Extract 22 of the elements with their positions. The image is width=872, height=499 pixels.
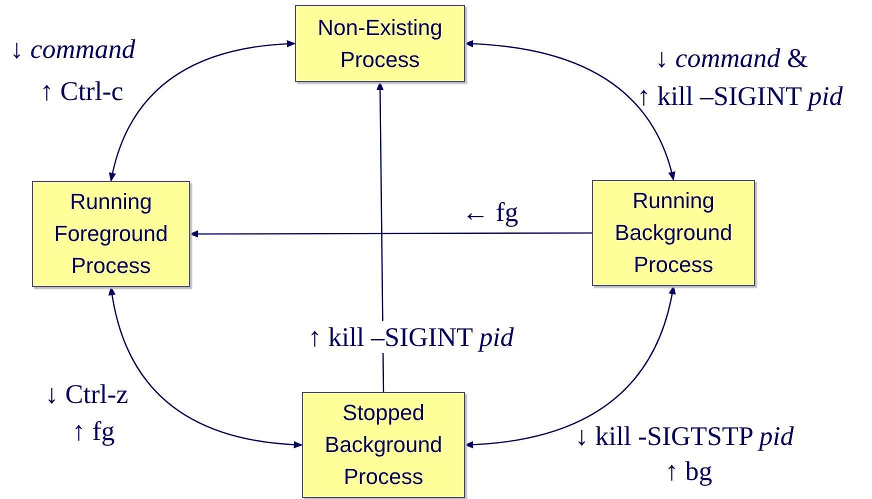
arrow	[376, 81, 384, 392]
state-box	[592, 180, 755, 286]
state-box	[295, 5, 465, 82]
state-name: Running Foreground Process	[53, 188, 169, 280]
state-box	[32, 181, 190, 287]
transition-label: ↑ Ctrl-c	[40, 75, 124, 107]
transition-label: ↑ kill –SIGINT pid	[637, 80, 843, 112]
transition-label: ↓ kill -SIGTSTP pid	[575, 420, 794, 452]
transition-label: ↑ bg	[665, 455, 712, 487]
arrow	[464, 285, 676, 448]
transition-label: ↓ command	[10, 33, 136, 65]
transition-label: ↓ command &	[655, 42, 808, 74]
state-name: Running Background Process	[614, 187, 734, 279]
state-name: Non-Existing Process	[316, 14, 444, 74]
arrow	[109, 40, 296, 182]
arrow	[189, 230, 592, 238]
transition-label: ↓ Ctrl-z	[45, 378, 128, 410]
arrow	[108, 286, 303, 448]
arrow	[464, 40, 675, 181]
state-box	[302, 392, 465, 498]
state-name: Stopped Background Process	[324, 399, 444, 491]
transition-label: ↑ fg	[72, 415, 115, 447]
